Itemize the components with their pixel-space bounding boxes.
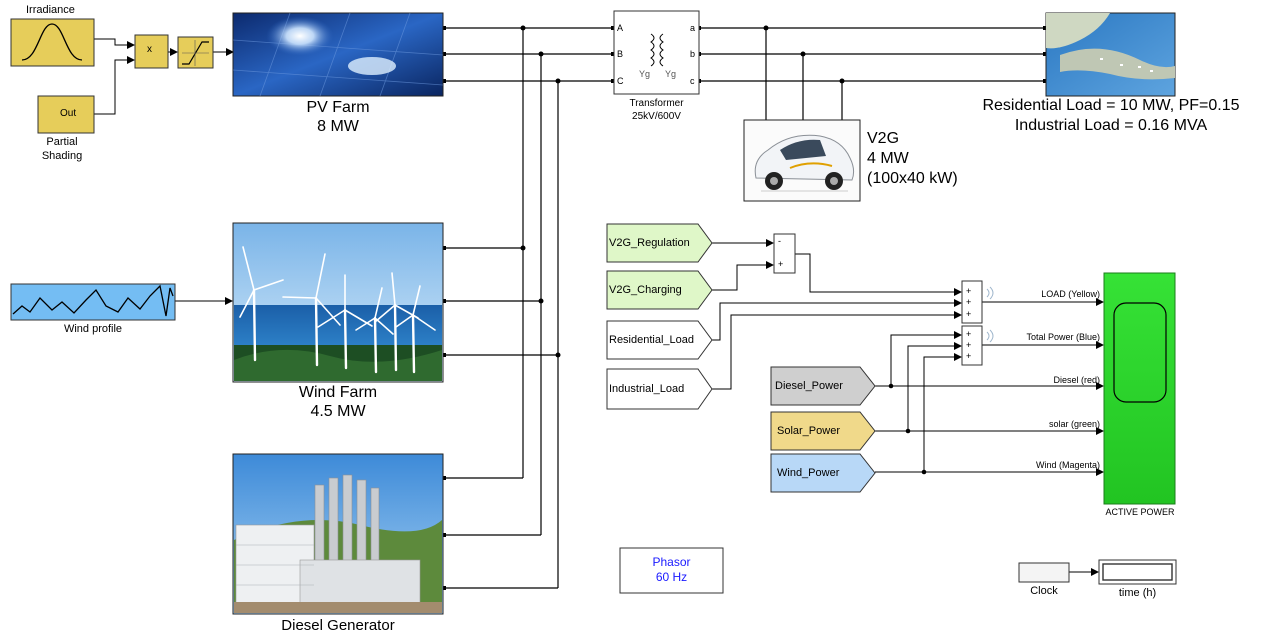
transformer-port-b-upper: B bbox=[617, 49, 624, 59]
sum-block-load[interactable] bbox=[961, 280, 983, 324]
transformer-port-a-lower: a bbox=[690, 23, 696, 33]
partial-shading-block[interactable] bbox=[37, 95, 95, 134]
powergui-line1: Phasor bbox=[652, 555, 691, 569]
tag-industrial-load-text: Industrial_Load bbox=[609, 383, 685, 395]
v2g-name: V2G bbox=[867, 130, 900, 147]
residential-load-label: Residential Load = 10 MW, PF=0.15 bbox=[982, 97, 1240, 114]
tag-v2g-charging[interactable] bbox=[606, 270, 713, 310]
residential-load-image[interactable] bbox=[1045, 12, 1176, 97]
scope-input-wind: Wind (Magenta) bbox=[1035, 460, 1100, 470]
tag-v2g-regulation-text: V2G_Regulation bbox=[609, 237, 690, 249]
diesel-generator-name: Diesel Generator bbox=[281, 617, 395, 634]
sum-block-v2g[interactable] bbox=[773, 233, 796, 274]
signal-junctions bbox=[888, 383, 927, 475]
wind-profile-block[interactable] bbox=[10, 283, 176, 321]
wind-signal-icon bbox=[12, 284, 174, 317]
tag-residential-load-text: Residential_Load bbox=[609, 334, 695, 346]
tag-industrial-load[interactable] bbox=[606, 368, 713, 410]
partial-shading-label-line2: Shading bbox=[41, 150, 83, 162]
power-wiring bbox=[444, 27, 1045, 589]
tag-diesel-power[interactable] bbox=[770, 366, 876, 406]
scope-input-total-power: Total Power (Blue) bbox=[1026, 332, 1100, 342]
v2g-rating: 4 MW bbox=[867, 150, 909, 167]
pv-farm-rating: 8 MW bbox=[317, 118, 359, 135]
transformer-name: Transformer bbox=[629, 98, 684, 109]
v2g-detail: (100x40 kW) bbox=[867, 170, 958, 187]
sum1-sign-2: + bbox=[778, 259, 784, 269]
time-display-label: time (h) bbox=[1118, 587, 1157, 599]
powergui-block[interactable] bbox=[619, 547, 724, 594]
signal-wiring bbox=[94, 38, 1104, 576]
sum2-sign-1: + bbox=[966, 286, 972, 296]
sum3-sign-1: + bbox=[966, 329, 972, 339]
transformer-coil-icon bbox=[650, 33, 664, 67]
wind-farm-name: Wind Farm bbox=[298, 384, 378, 401]
time-display-block[interactable] bbox=[1098, 559, 1177, 585]
product-symbol: x bbox=[147, 44, 152, 55]
irradiance-label: Irradiance bbox=[26, 4, 75, 16]
tag-solar-power[interactable] bbox=[770, 411, 876, 451]
sum3-sign-3: + bbox=[966, 351, 972, 361]
industrial-load-label: Industrial Load = 0.16 MVA bbox=[1014, 117, 1208, 134]
scope-name: ACTIVE POWER bbox=[1105, 507, 1175, 517]
scope-input-solar: solar (green) bbox=[1048, 419, 1100, 429]
tag-diesel-power-text: Diesel_Power bbox=[775, 380, 843, 392]
transformer-port-a-upper: A bbox=[617, 23, 624, 33]
tag-solar-power-text: Solar_Power bbox=[777, 425, 840, 437]
transformer-rating: 25kV/600V bbox=[632, 111, 681, 122]
tag-wind-power[interactable] bbox=[770, 453, 876, 493]
active-power-scope[interactable] bbox=[1103, 272, 1176, 505]
clock-block[interactable] bbox=[1018, 562, 1070, 583]
transformer-block[interactable] bbox=[613, 10, 700, 95]
wind-profile-label: Wind profile bbox=[63, 323, 123, 335]
irradiance-block[interactable] bbox=[10, 18, 95, 67]
tag-v2g-charging-text: V2G_Charging bbox=[609, 284, 682, 296]
transformer-port-c-lower: c bbox=[690, 76, 695, 86]
powergui-line2: 60 Hz bbox=[655, 570, 688, 584]
pv-farm-name: PV Farm bbox=[306, 99, 370, 116]
partial-shading-label-line1: Partial bbox=[46, 136, 78, 148]
saturation-block[interactable] bbox=[177, 36, 214, 69]
partial-shading-port-label: Out bbox=[60, 108, 77, 119]
wiring-junctions bbox=[520, 25, 845, 358]
tag-v2g-regulation[interactable] bbox=[606, 223, 713, 263]
bell-curve-icon bbox=[21, 23, 83, 61]
sum2-sign-2: + bbox=[966, 297, 972, 307]
sum1-sign-1: - bbox=[778, 236, 781, 246]
scope-screen bbox=[1113, 302, 1167, 403]
transformer-port-c-upper: C bbox=[617, 76, 624, 86]
transformer-winding-left: Yg bbox=[639, 69, 651, 79]
sum3-sign-2: + bbox=[966, 340, 972, 350]
port-ticks bbox=[442, 26, 1047, 590]
signal-wireless-icon bbox=[986, 286, 994, 343]
wind-farm-image[interactable] bbox=[232, 222, 444, 383]
scope-input-load: LOAD (Yellow) bbox=[1041, 289, 1100, 299]
scope-input-diesel: Diesel (red) bbox=[1053, 375, 1100, 385]
sum2-sign-3: + bbox=[966, 309, 972, 319]
clock-label: Clock bbox=[1030, 585, 1058, 597]
transformer-port-b-lower: b bbox=[690, 49, 696, 59]
transformer-winding-right: Yg bbox=[665, 69, 677, 79]
tag-residential-load[interactable] bbox=[606, 320, 713, 360]
v2g-car-image[interactable] bbox=[743, 119, 861, 202]
wind-farm-rating: 4.5 MW bbox=[310, 403, 366, 420]
diesel-generator-image[interactable] bbox=[232, 453, 444, 615]
sum-block-total[interactable] bbox=[961, 325, 983, 366]
product-block[interactable] bbox=[134, 34, 169, 69]
pv-farm-image[interactable] bbox=[232, 12, 444, 97]
tag-wind-power-text: Wind_Power bbox=[777, 467, 840, 479]
